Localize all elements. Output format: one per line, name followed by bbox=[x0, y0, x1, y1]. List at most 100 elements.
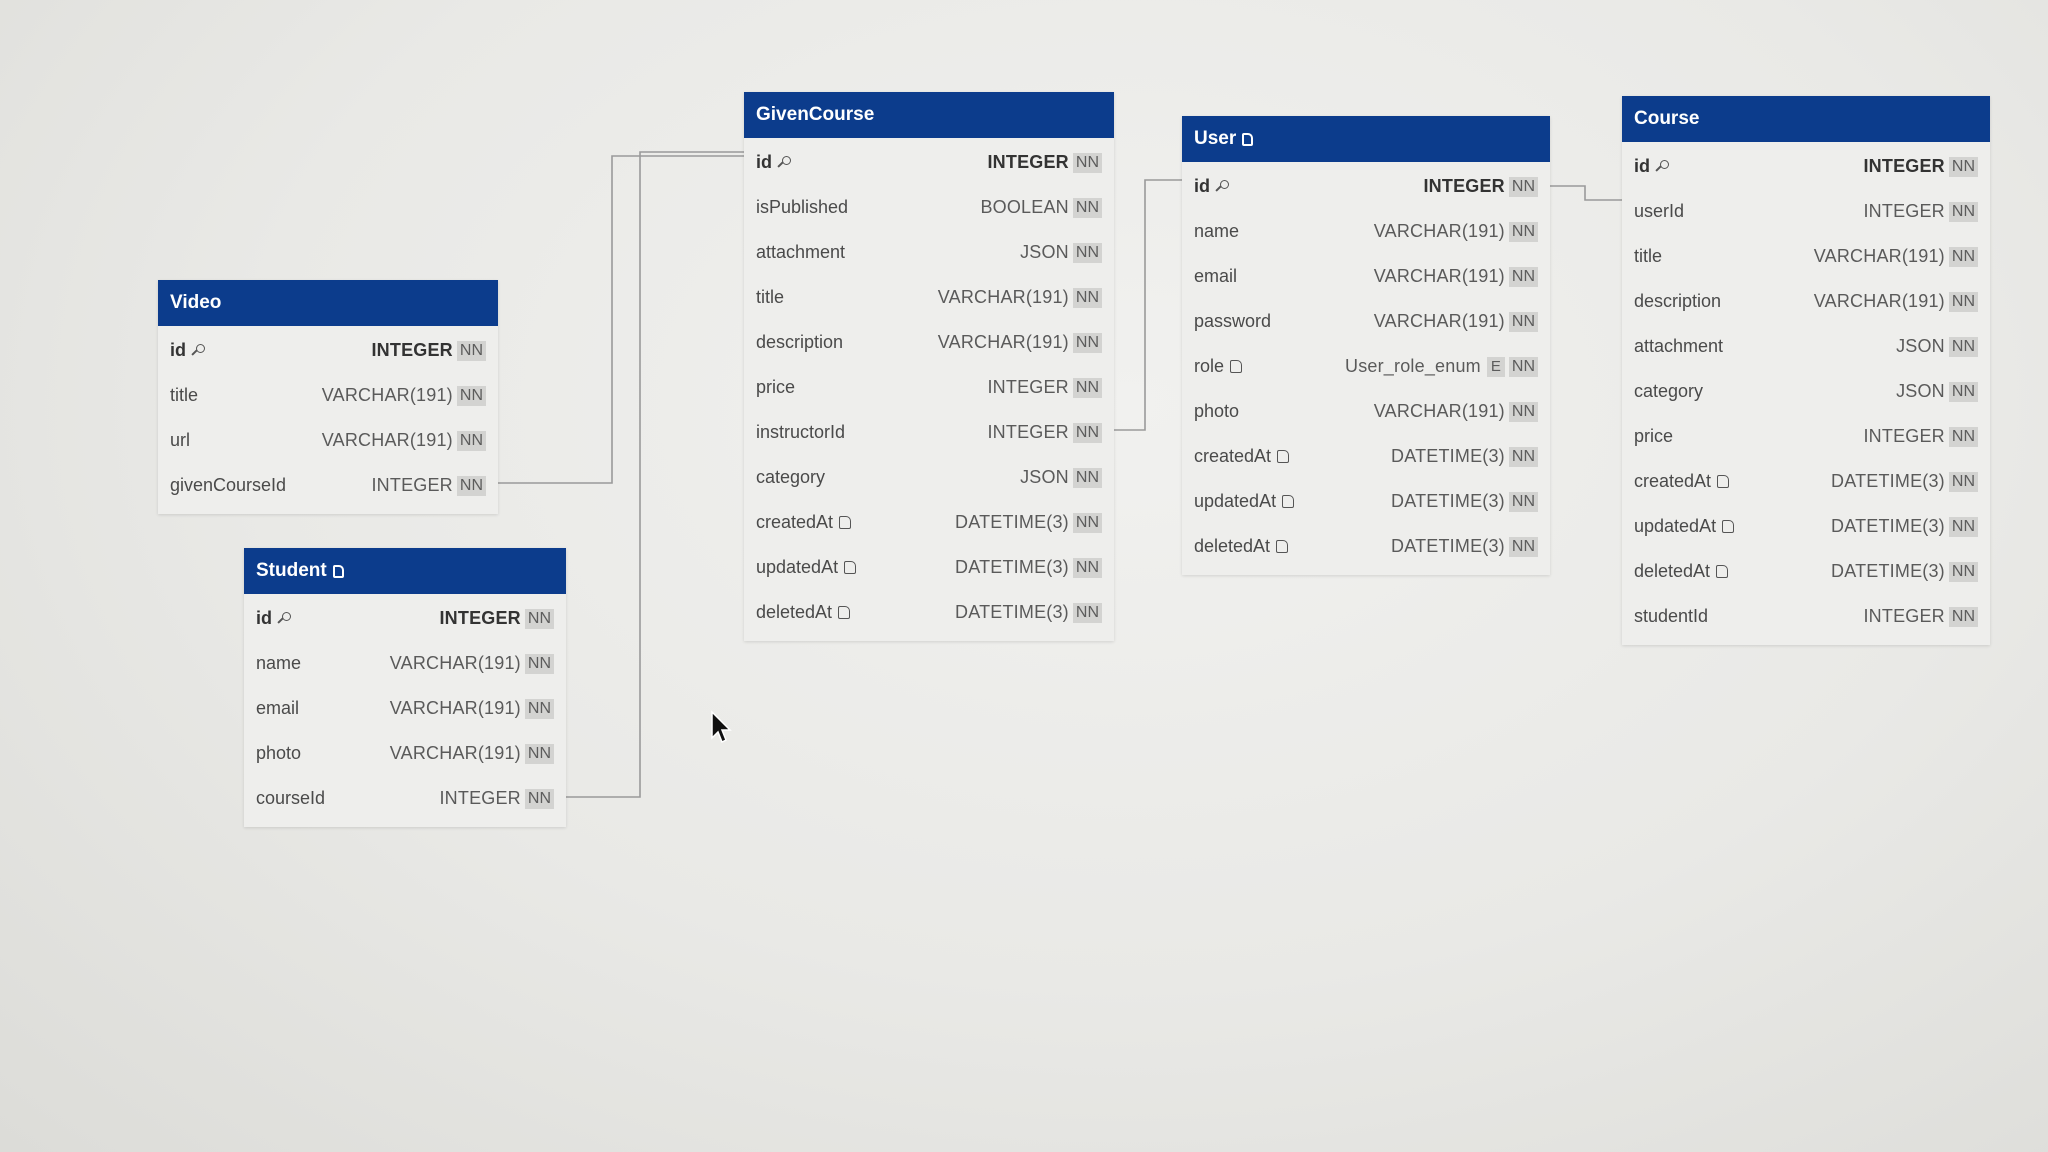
field-row-givencourseid[interactable]: givenCourseId INTEGER NN bbox=[158, 463, 498, 508]
field-row-photo[interactable]: photo VARCHAR(191) NN bbox=[1182, 389, 1550, 434]
connector-givencourse-user[interactable] bbox=[1108, 179, 1182, 431]
note-icon[interactable] bbox=[1716, 565, 1729, 578]
table-course[interactable]: Course id INTEGER NN userId INTEGER NN t… bbox=[1622, 96, 1990, 645]
note-icon[interactable] bbox=[1276, 540, 1289, 553]
not-null-badge: NN bbox=[1948, 246, 1978, 267]
table-header[interactable]: User bbox=[1182, 116, 1550, 162]
not-null-badge: NN bbox=[524, 653, 554, 674]
table-video[interactable]: Video id INTEGER NN title VARCHAR(191) N… bbox=[158, 280, 498, 514]
field-row-updatedat[interactable]: updatedAt DATETIME(3) NN bbox=[1182, 479, 1550, 524]
field-type: VARCHAR(191) bbox=[389, 743, 521, 763]
field-name: photo bbox=[1194, 401, 1240, 421]
field-row-deletedat[interactable]: deletedAt DATETIME(3) NN bbox=[1622, 549, 1990, 594]
field-type: INTEGER bbox=[439, 788, 521, 808]
table-title: Student bbox=[256, 560, 327, 581]
table-header[interactable]: Student bbox=[244, 548, 566, 594]
field-name: attachment bbox=[1634, 336, 1724, 356]
field-row-password[interactable]: password VARCHAR(191) NN bbox=[1182, 299, 1550, 344]
field-type: DATETIME(3) bbox=[1831, 561, 1945, 581]
field-row-studentid[interactable]: studentId INTEGER NN bbox=[1622, 594, 1990, 639]
note-icon[interactable] bbox=[1282, 495, 1295, 508]
field-row-description[interactable]: description VARCHAR(191) NN bbox=[744, 320, 1114, 365]
field-row-price[interactable]: price INTEGER NN bbox=[744, 365, 1114, 410]
field-row-attachment[interactable]: attachment JSON NN bbox=[744, 230, 1114, 275]
field-type: JSON bbox=[1896, 381, 1945, 401]
field-row-description[interactable]: description VARCHAR(191) NN bbox=[1622, 279, 1990, 324]
enum-badge: E bbox=[1486, 356, 1505, 377]
field-row-id[interactable]: id INTEGER NN bbox=[158, 328, 498, 373]
field-row-category[interactable]: category JSON NN bbox=[744, 455, 1114, 500]
note-icon[interactable] bbox=[838, 606, 851, 619]
field-row-courseid[interactable]: courseId INTEGER NN bbox=[244, 776, 566, 821]
field-row-price[interactable]: price INTEGER NN bbox=[1622, 414, 1990, 459]
field-row-id[interactable]: id INTEGER NN bbox=[244, 596, 566, 641]
field-row-photo[interactable]: photo VARCHAR(191) NN bbox=[244, 731, 566, 776]
field-name: studentId bbox=[1634, 606, 1709, 626]
connector-video-givencourse[interactable] bbox=[480, 155, 744, 484]
note-icon[interactable] bbox=[1722, 520, 1735, 533]
field-row-deletedat[interactable]: deletedAt DATETIME(3) NN bbox=[744, 590, 1114, 635]
field-name: attachment bbox=[756, 242, 846, 262]
note-icon[interactable] bbox=[844, 561, 857, 574]
field-row-createdat[interactable]: createdAt DATETIME(3) NN bbox=[744, 500, 1114, 545]
table-header[interactable]: GivenCourse bbox=[744, 92, 1114, 138]
note-icon[interactable] bbox=[839, 516, 852, 529]
table-header[interactable]: Course bbox=[1622, 96, 1990, 142]
not-null-badge: NN bbox=[1072, 287, 1102, 308]
field-row-id[interactable]: id INTEGER NN bbox=[744, 140, 1114, 185]
table-user[interactable]: User id INTEGER NN name VARCHAR(191) NN … bbox=[1182, 116, 1550, 575]
field-type: DATETIME(3) bbox=[1391, 536, 1505, 556]
field-row-title[interactable]: title VARCHAR(191) NN bbox=[744, 275, 1114, 320]
field-row-updatedat[interactable]: updatedAt DATETIME(3) NN bbox=[1622, 504, 1990, 549]
not-null-badge: NN bbox=[1072, 152, 1102, 173]
field-name: price bbox=[1634, 426, 1674, 446]
not-null-badge: NN bbox=[524, 608, 554, 629]
note-icon[interactable] bbox=[1242, 132, 1254, 146]
not-null-badge: NN bbox=[1508, 266, 1538, 287]
not-null-badge: NN bbox=[1948, 516, 1978, 537]
field-row-id[interactable]: id INTEGER NN bbox=[1622, 144, 1990, 189]
not-null-badge: NN bbox=[1508, 401, 1538, 422]
table-givencourse[interactable]: GivenCourse id INTEGER NN isPublished BO… bbox=[744, 92, 1114, 641]
field-row-url[interactable]: url VARCHAR(191) NN bbox=[158, 418, 498, 463]
field-row-createdat[interactable]: createdAt DATETIME(3) NN bbox=[1622, 459, 1990, 504]
not-null-badge: NN bbox=[456, 340, 486, 361]
note-icon[interactable] bbox=[332, 564, 344, 578]
field-row-title[interactable]: title VARCHAR(191) NN bbox=[1622, 234, 1990, 279]
field-row-userid[interactable]: userId INTEGER NN bbox=[1622, 189, 1990, 234]
not-null-badge: NN bbox=[1072, 422, 1102, 443]
field-row-instructorid[interactable]: instructorId INTEGER NN bbox=[744, 410, 1114, 455]
table-student[interactable]: Student id INTEGER NN name VARCHAR(191) … bbox=[244, 548, 566, 827]
field-name: category bbox=[756, 467, 826, 487]
field-row-name[interactable]: name VARCHAR(191) NN bbox=[244, 641, 566, 686]
field-row-attachment[interactable]: attachment JSON NN bbox=[1622, 324, 1990, 369]
field-name: updatedAt bbox=[1194, 491, 1277, 511]
not-null-badge: NN bbox=[1072, 467, 1102, 488]
note-icon[interactable] bbox=[1277, 450, 1290, 463]
field-name: url bbox=[170, 430, 191, 450]
field-row-category[interactable]: category JSON NN bbox=[1622, 369, 1990, 414]
field-row-id[interactable]: id INTEGER NN bbox=[1182, 164, 1550, 209]
field-name: id bbox=[170, 340, 186, 360]
not-null-badge: NN bbox=[1072, 512, 1102, 533]
field-row-name[interactable]: name VARCHAR(191) NN bbox=[1182, 209, 1550, 254]
connector-student-course[interactable] bbox=[560, 151, 744, 798]
field-name: updatedAt bbox=[756, 557, 839, 577]
field-name: description bbox=[1634, 291, 1722, 311]
field-row-email[interactable]: email VARCHAR(191) NN bbox=[244, 686, 566, 731]
key-icon bbox=[192, 344, 205, 357]
field-row-title[interactable]: title VARCHAR(191) NN bbox=[158, 373, 498, 418]
field-row-updatedat[interactable]: updatedAt DATETIME(3) NN bbox=[744, 545, 1114, 590]
not-null-badge: NN bbox=[1948, 381, 1978, 402]
field-row-role[interactable]: role User_role_enum E NN bbox=[1182, 344, 1550, 389]
field-row-createdat[interactable]: createdAt DATETIME(3) NN bbox=[1182, 434, 1550, 479]
field-type: VARCHAR(191) bbox=[1813, 291, 1945, 311]
field-row-email[interactable]: email VARCHAR(191) NN bbox=[1182, 254, 1550, 299]
table-header[interactable]: Video bbox=[158, 280, 498, 326]
note-icon[interactable] bbox=[1230, 360, 1243, 373]
field-row-deletedat[interactable]: deletedAt DATETIME(3) NN bbox=[1182, 524, 1550, 569]
field-type: DATETIME(3) bbox=[955, 512, 1069, 532]
field-row-ispublished[interactable]: isPublished BOOLEAN NN bbox=[744, 185, 1114, 230]
note-icon[interactable] bbox=[1717, 475, 1730, 488]
